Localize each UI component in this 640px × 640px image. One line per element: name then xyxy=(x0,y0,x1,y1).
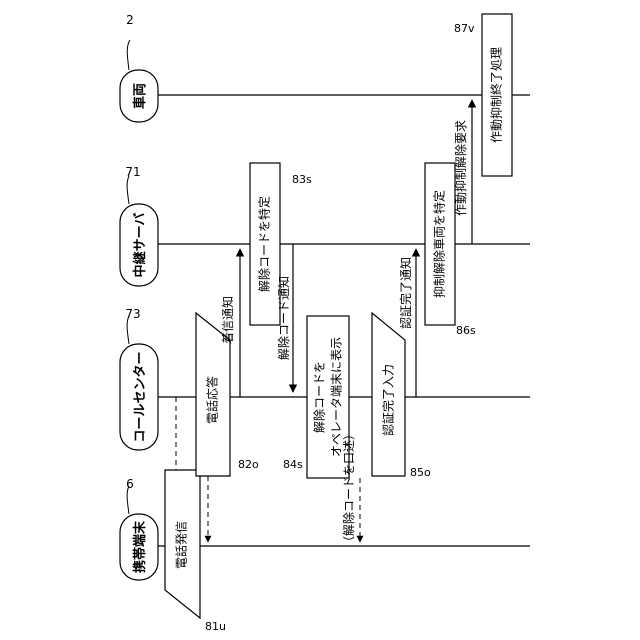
process-label: 電話応答 xyxy=(205,376,220,424)
message-label: 着信通知 xyxy=(220,296,235,344)
lane-ref: 71 xyxy=(125,165,140,179)
lane-label: コールセンター xyxy=(133,351,148,442)
process-ref: 81u xyxy=(205,620,226,633)
lane-ref: 2 xyxy=(126,13,134,27)
process-label: 電話発信 xyxy=(174,521,189,569)
message-label: 作動抑制解除要求 xyxy=(453,120,468,216)
lane-ref: 6 xyxy=(126,477,134,491)
process-label: 作動抑制終了処理 xyxy=(489,47,504,143)
message-label: 解除コード通知 xyxy=(276,276,291,360)
lane-ref: 73 xyxy=(125,307,140,321)
process-label: 抑制解除車両を特定 xyxy=(432,190,447,298)
lane-label: 携帯端末 xyxy=(132,520,148,573)
process-85o: 認証完了入力 85o xyxy=(372,313,431,479)
process-81u: 電話発信 81u xyxy=(165,470,226,633)
process-ref: 87v xyxy=(454,22,475,35)
lane-header-vehicle: 車両 xyxy=(120,70,158,122)
lane-header-terminal: 携帯端末 xyxy=(120,514,158,580)
process-label: 解除コードを特定 xyxy=(257,196,272,292)
process-ref: 84s xyxy=(283,458,303,471)
process-ref: 83s xyxy=(292,173,312,186)
message-label: 認証完了通知 xyxy=(398,257,413,329)
process-86s: 抑制解除車両を特定 86s xyxy=(425,163,476,337)
lane-header-relay: 中継サーバ xyxy=(120,204,158,286)
process-label-1: 解除コードを xyxy=(312,361,327,433)
message-label: （解除コードを口述） xyxy=(341,428,356,548)
process-ref: 86s xyxy=(456,324,476,337)
process-label: 認証完了入力 xyxy=(381,364,396,436)
lane-header-callcenter: コールセンター xyxy=(120,344,158,450)
lane-label: 中継サーバ xyxy=(132,213,148,278)
process-ref: 85o xyxy=(410,466,431,479)
process-ref: 82o xyxy=(238,458,259,471)
lane-label: 車両 xyxy=(132,83,148,109)
